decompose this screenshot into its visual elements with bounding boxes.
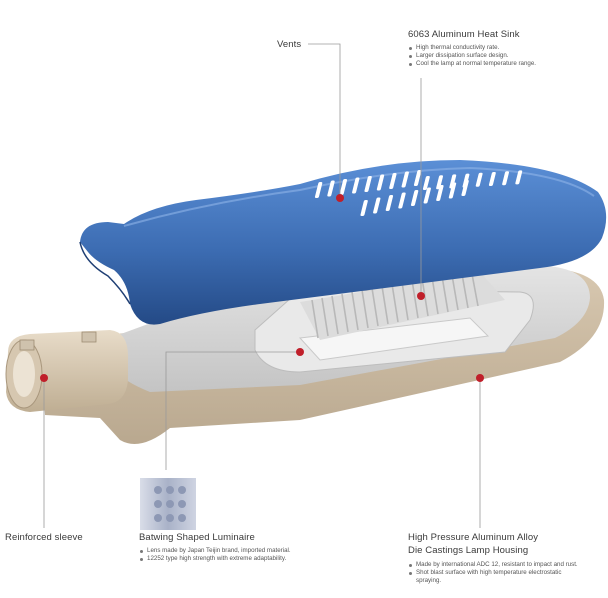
- vent-slot: [410, 190, 419, 206]
- vent-slot: [502, 171, 509, 186]
- luminaire-title: Batwing Shaped Luminaire: [139, 532, 255, 543]
- vent-slot: [488, 172, 496, 186]
- vent-slot: [475, 172, 483, 187]
- luminaire-bullet: Lens made by Japan Teijin brand, importe…: [139, 547, 291, 555]
- vent-slot: [360, 200, 368, 216]
- housing-title-line2: Die Castings Lamp Housing: [408, 545, 529, 556]
- vent-slot: [314, 182, 323, 198]
- luminaire-bullet: 12252 type high strength with extreme ad…: [139, 555, 291, 563]
- vent-slot: [327, 180, 335, 197]
- vent-slot: [364, 176, 372, 192]
- marker-sleeve: [40, 374, 48, 382]
- vent-slot: [398, 192, 406, 209]
- reinforced-sleeve: [5, 330, 128, 412]
- callout-markers: [40, 194, 484, 382]
- housing-bullet: Made by international ADC 12, resistant …: [408, 561, 583, 569]
- vent-slots: [314, 170, 523, 216]
- luminaire-lens-inset: [140, 478, 196, 530]
- sleeve-label: Reinforced sleeve: [5, 532, 83, 543]
- vent-slot: [376, 174, 385, 191]
- vent-slot: [413, 170, 422, 186]
- vent-slot: [515, 170, 523, 185]
- heat-sink-bullet: High thermal conductivity rate.: [408, 44, 536, 52]
- vent-slot: [448, 182, 457, 199]
- heat-sink: [300, 272, 505, 340]
- marker-housing: [476, 374, 484, 382]
- vent-slot: [436, 175, 443, 190]
- vent-slot: [352, 177, 360, 194]
- housing-bullets: Made by international ADC 12, resistant …: [408, 561, 583, 585]
- housing-bullet: Shot blast surface with high temperature…: [408, 569, 583, 585]
- marker-heat-sink: [417, 292, 425, 300]
- vent-slot: [423, 187, 431, 204]
- vent-slot: [449, 174, 457, 189]
- lamp-cover: [79, 160, 607, 325]
- vent-slot: [389, 173, 397, 189]
- marker-luminaire: [296, 348, 304, 356]
- vent-slot: [339, 179, 348, 195]
- heat-sink-title: 6063 Aluminum Heat Sink: [408, 29, 520, 40]
- housing-title-line1: High Pressure Aluminum Alloy: [408, 532, 539, 543]
- vent-slot: [373, 197, 381, 214]
- vent-slot: [422, 176, 430, 190]
- marker-vents: [336, 194, 344, 202]
- leader-lines: [43, 43, 481, 528]
- vent-slot: [385, 195, 394, 211]
- heat-sink-bullets: High thermal conductivity rate. Larger d…: [408, 44, 536, 68]
- heat-sink-bullet: Cool the lamp at normal temperature rang…: [408, 60, 536, 68]
- luminaire-bullets: Lens made by Japan Teijin brand, importe…: [139, 547, 291, 563]
- vent-slot: [401, 171, 409, 188]
- vent-slot: [462, 173, 470, 188]
- heat-sink-bullet: Larger dissipation surface design.: [408, 52, 536, 60]
- vent-slot: [436, 185, 444, 201]
- vents-label: Vents: [277, 39, 302, 50]
